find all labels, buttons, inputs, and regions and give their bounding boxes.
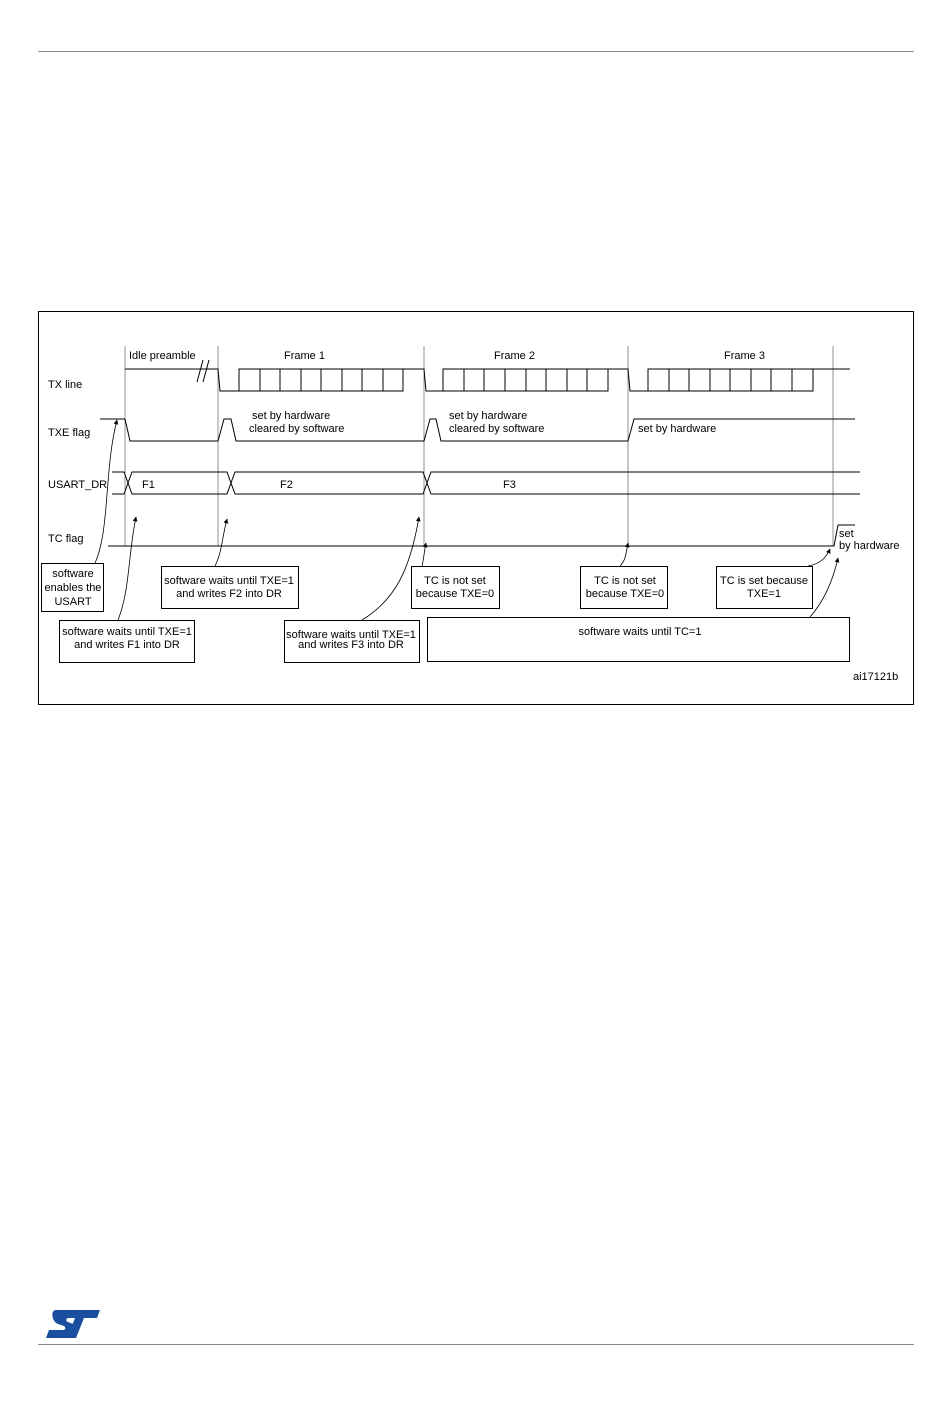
callout-write-f3-line1: software waits until TXE=1	[286, 629, 416, 641]
callout-tc-not-set-2-line1: TC is not set	[594, 575, 656, 587]
txe-note-1-line2: cleared by software	[249, 423, 344, 435]
txe-flag-waveform	[100, 418, 855, 442]
tx-frame1-bits	[238, 368, 404, 392]
txe-note-2-line2: cleared by software	[449, 423, 544, 435]
callout-write-f2-line2: and writes F2 into DR	[176, 588, 282, 600]
callout-write-f2-line1: software waits until TXE=1	[164, 575, 294, 587]
usart-dr-label: USART_DR	[48, 479, 107, 491]
figure-frame	[38, 311, 914, 705]
callout-arrows	[94, 419, 840, 621]
callout-write-f3-line2: and writes F3 into DR	[298, 639, 404, 651]
callout-wait-tc-box	[427, 617, 850, 662]
txe-flag-label: TXE flag	[48, 427, 90, 439]
dr-value-f3: F3	[503, 479, 516, 491]
callout-tc-not-set-2-line2: because TXE=0	[586, 588, 664, 600]
callout-write-f1-line1: software waits until TXE=1	[62, 626, 192, 638]
header-rule	[38, 51, 914, 52]
txe-note-1-line1: set by hardware	[252, 410, 330, 422]
callout-enable-box	[41, 563, 104, 612]
callout-tc-set-line1: TC is set because	[720, 575, 808, 587]
callout-enable-line2: enables the	[45, 582, 102, 594]
callout-write-f1-line2: and writes F1 into DR	[74, 639, 180, 651]
callout-write-f3-box	[284, 620, 420, 663]
figure-reference-id: ai17121b	[853, 671, 898, 683]
time-break-mark	[196, 359, 210, 383]
txe-note-2-line1: set by hardware	[449, 410, 527, 422]
frame-1-label: Frame 1	[284, 350, 325, 362]
tc-note-line1: set	[839, 528, 854, 540]
dr-value-f2: F2	[280, 479, 293, 491]
frame-2-label: Frame 2	[494, 350, 535, 362]
phase-boundaries	[124, 346, 834, 546]
tx-frame2-bits	[442, 368, 609, 392]
usart-dr-bus	[112, 471, 860, 495]
tc-flag-label: TC flag	[48, 533, 83, 545]
callout-enable-line1: software	[52, 568, 94, 580]
callout-tc-not-set-2-box	[580, 566, 668, 609]
tc-note-line2: by hardware	[839, 540, 900, 552]
callout-tc-set-box	[716, 566, 813, 609]
tx-line-waveform	[125, 368, 850, 392]
callout-wait-tc-text: software waits until TC=1	[579, 626, 702, 638]
tc-flag-waveform	[108, 524, 855, 547]
frame-3-label: Frame 3	[724, 350, 765, 362]
callout-tc-set-line2: TXE=1	[747, 588, 781, 600]
dr-value-f1: F1	[142, 479, 155, 491]
callout-tc-not-set-1-line2: because TXE=0	[416, 588, 494, 600]
tx-frame3-bits	[647, 368, 814, 392]
tx-line-label: TX line	[48, 379, 82, 391]
callout-enable-line3: USART	[54, 596, 91, 608]
callout-write-f2-box	[161, 566, 299, 609]
st-logo	[46, 1310, 100, 1338]
callout-write-f1-box	[59, 620, 195, 663]
txe-note-3: set by hardware	[638, 423, 716, 435]
footer-rule	[38, 1344, 914, 1345]
idle-preamble-label: Idle preamble	[129, 350, 196, 362]
callout-tc-not-set-1-line1: TC is not set	[424, 575, 486, 587]
callout-tc-not-set-1-box	[411, 566, 500, 609]
